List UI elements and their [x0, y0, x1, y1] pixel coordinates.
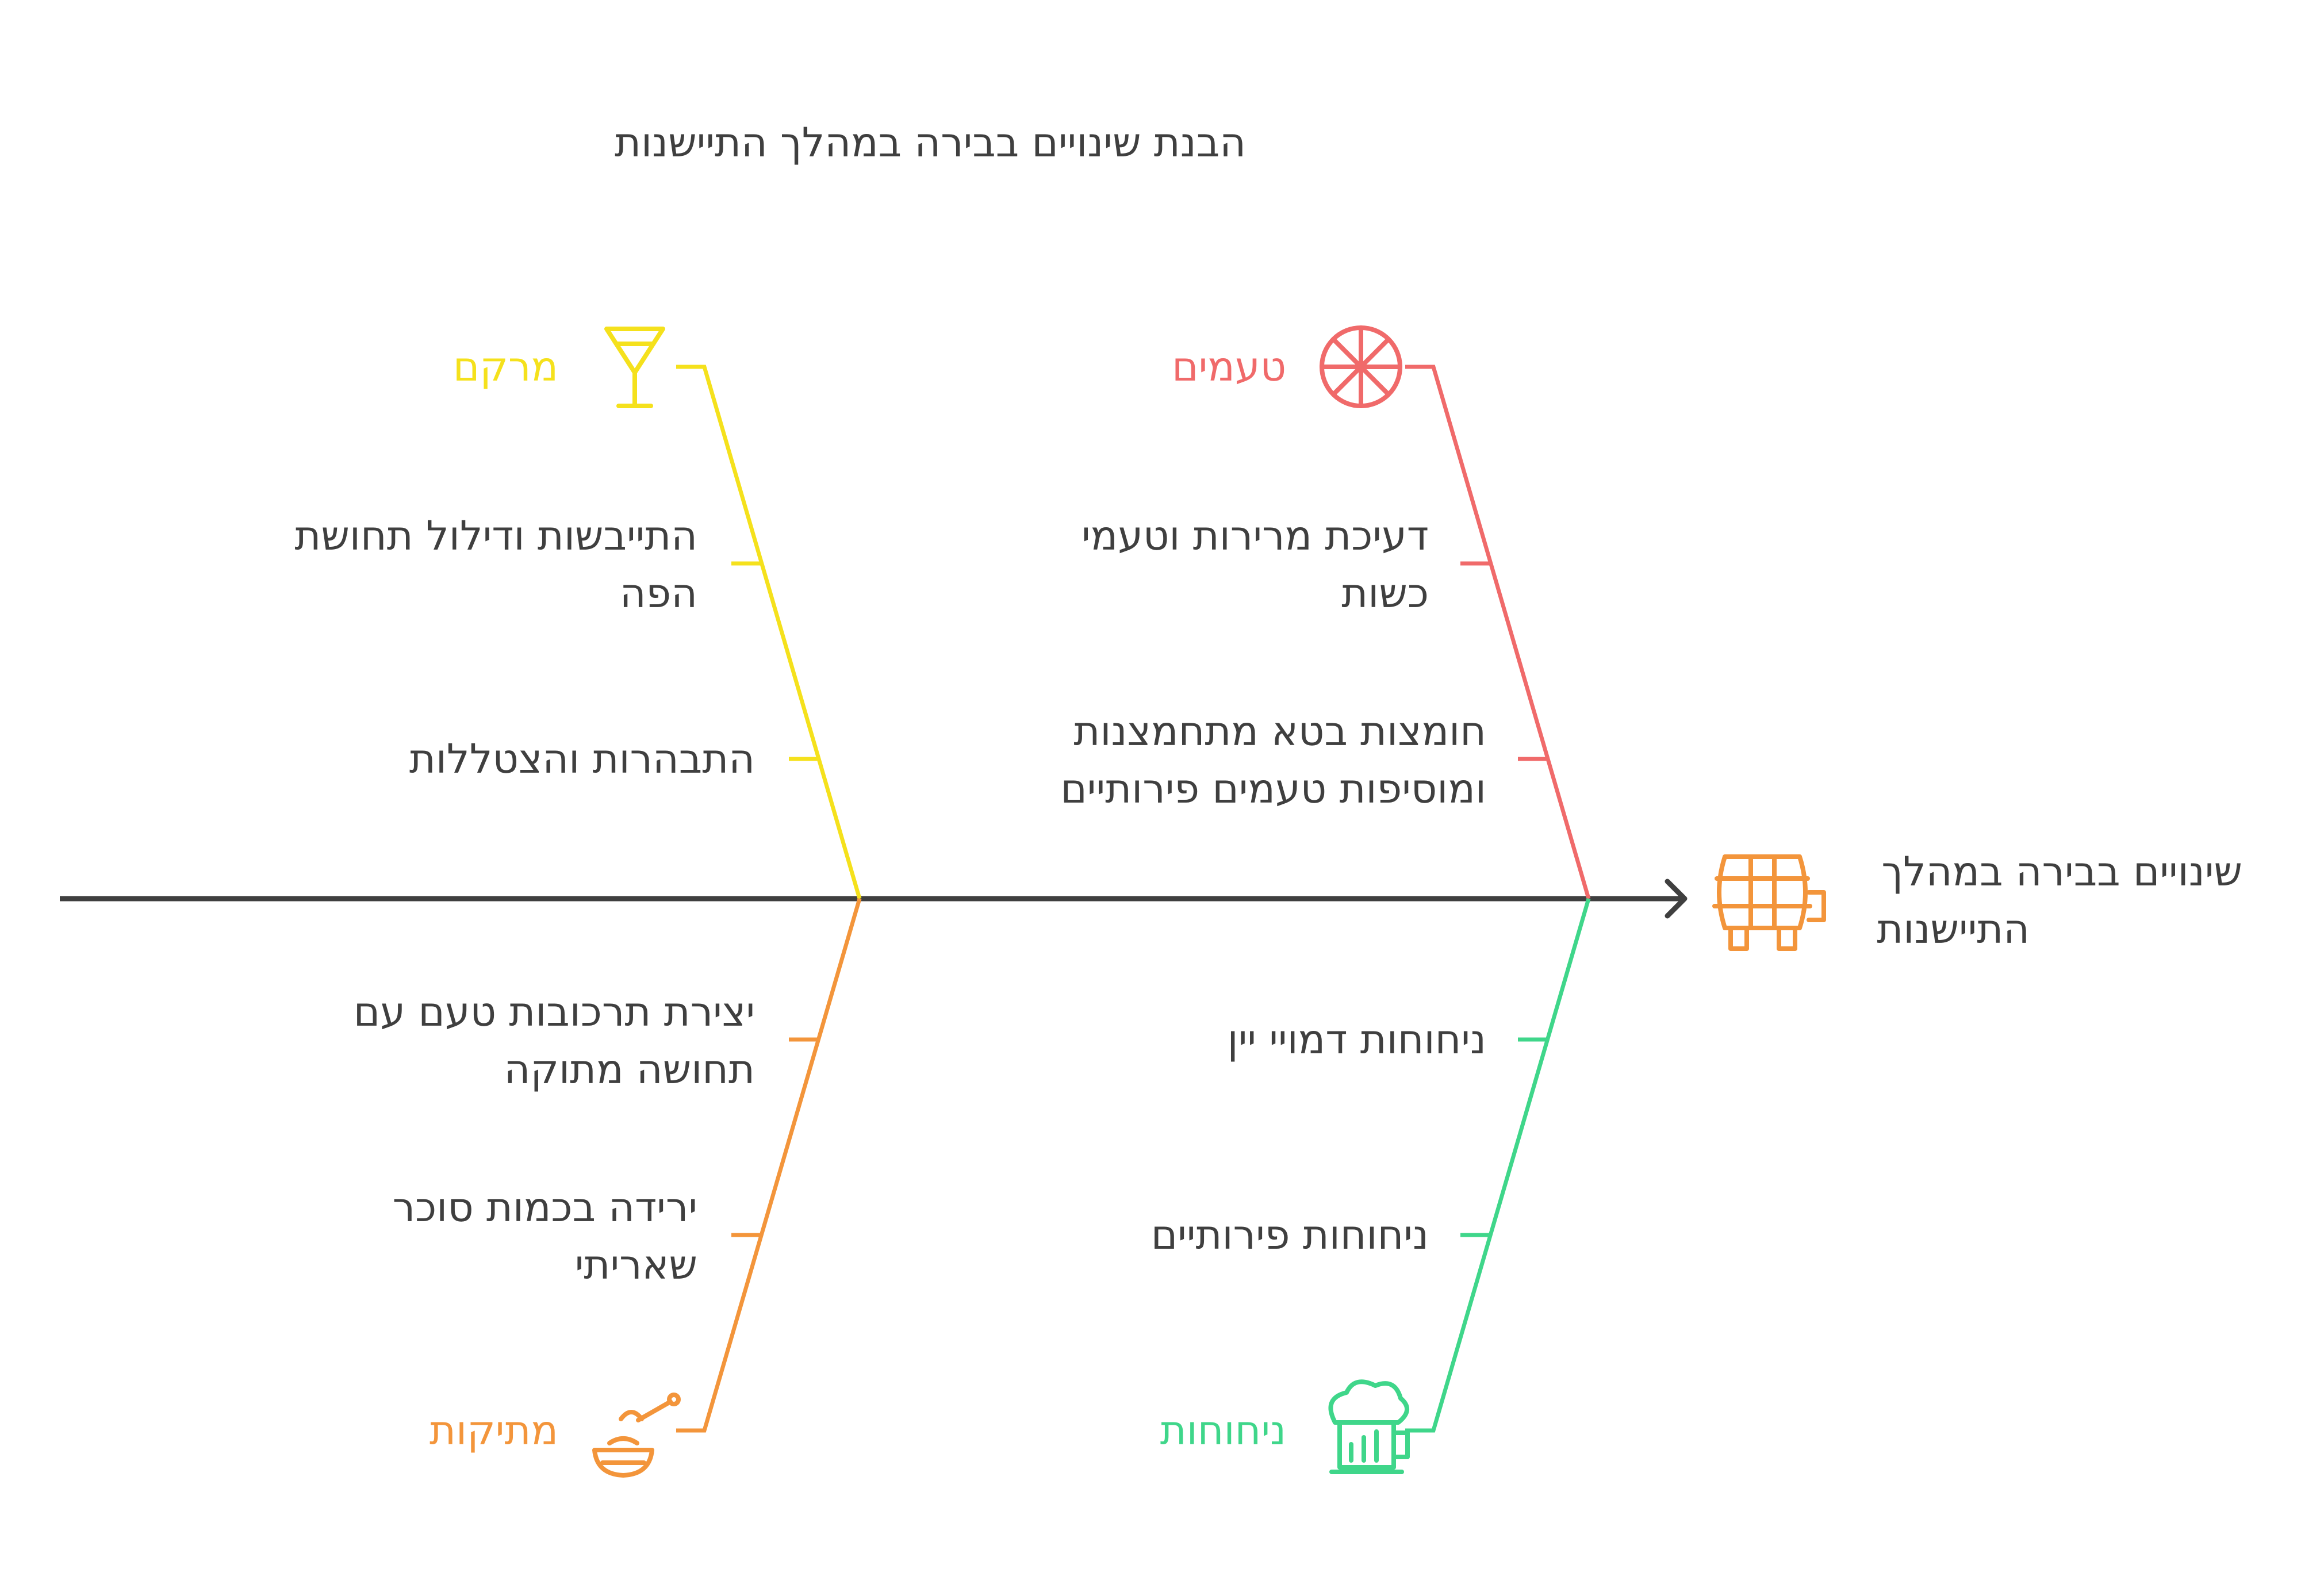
- item-sweetness-2-line2: שאריתי: [575, 1241, 697, 1288]
- head-label: שינויים בבירה במהלך: [1881, 848, 2242, 895]
- item-aromas-2: ניחוחות פירותיים: [1151, 1211, 1429, 1259]
- head-label-line2: התיישנות: [1877, 906, 2030, 953]
- bone-aromas: [1405, 898, 1591, 1433]
- item-tastes-2: חומצות בטא מתחמצנות: [1073, 708, 1486, 755]
- item-sweetness-1: יצירת תרכובות טעם עם: [354, 988, 755, 1035]
- category-label-sweetness: מתיקות: [429, 1407, 558, 1454]
- item-body-1-line2: הפה: [620, 570, 697, 617]
- item-sweetness-2: ירידה בכמות סוכר: [393, 1184, 697, 1231]
- bone-tastes: [1405, 365, 1591, 899]
- honey-dipper-icon: [592, 1393, 681, 1478]
- item-body-1: התייבשות ודילול תחושת: [294, 512, 697, 559]
- bone-sweetness: [676, 898, 862, 1433]
- category-label-aromas: ניחוחות: [1160, 1407, 1286, 1454]
- item-tastes-1-line2: כשות: [1341, 570, 1429, 617]
- diagram-title: הבנת שינויים בבירה במהלך התיישנות: [615, 119, 1246, 166]
- item-body-2: התבהרות והצטללות: [409, 735, 755, 783]
- category-label-tastes: טעמים: [1172, 343, 1286, 390]
- bone-body: [676, 365, 862, 899]
- item-aromas-1: ניחוחות דמויי יין: [1228, 1016, 1486, 1063]
- item-tastes-1: דעיכת מרירות וטעמי: [1082, 512, 1429, 559]
- martini-glass-icon: [604, 327, 665, 408]
- beer-mug-icon: [1328, 1379, 1410, 1474]
- orange-slice-icon: [1320, 325, 1402, 408]
- item-sweetness-1-line2: תחושה מתוקה: [504, 1046, 755, 1093]
- spine-arrowhead: [1665, 879, 1688, 919]
- barrel-icon: [1712, 854, 1826, 951]
- category-label-body: מרקם: [453, 343, 558, 390]
- item-tastes-2-line2: ומוסיפות טעמים פירותיים: [1060, 765, 1486, 812]
